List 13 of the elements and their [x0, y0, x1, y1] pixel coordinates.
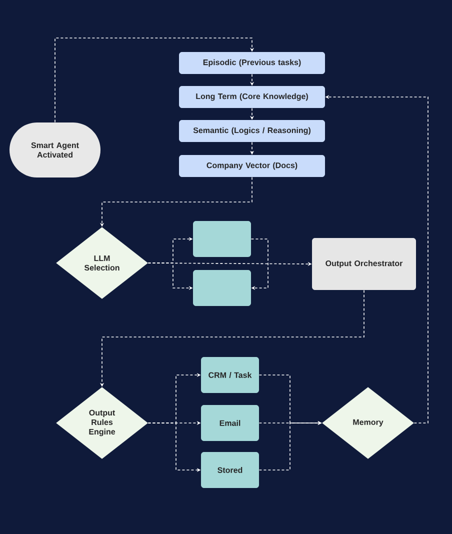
- orchestrator-box: Output Orchestrator: [312, 238, 416, 290]
- output-box: Email: [201, 405, 259, 441]
- output-box: Stored: [201, 452, 259, 488]
- arrow: [250, 238, 268, 290]
- output-box: CRM / Task: [201, 357, 259, 393]
- start-terminal: Smart Agent Activated: [10, 122, 100, 178]
- memory-box: Company Vector (Docs): [179, 155, 325, 177]
- memory-box: Long Term (Core Knowledge): [179, 86, 325, 108]
- memory-box: Episodic (Previous tasks): [179, 52, 325, 74]
- model-box: [193, 221, 251, 257]
- arrow: [54, 38, 254, 123]
- model-box: [193, 270, 251, 306]
- memory-box: Semantic (Logics / Reasoning): [179, 120, 325, 142]
